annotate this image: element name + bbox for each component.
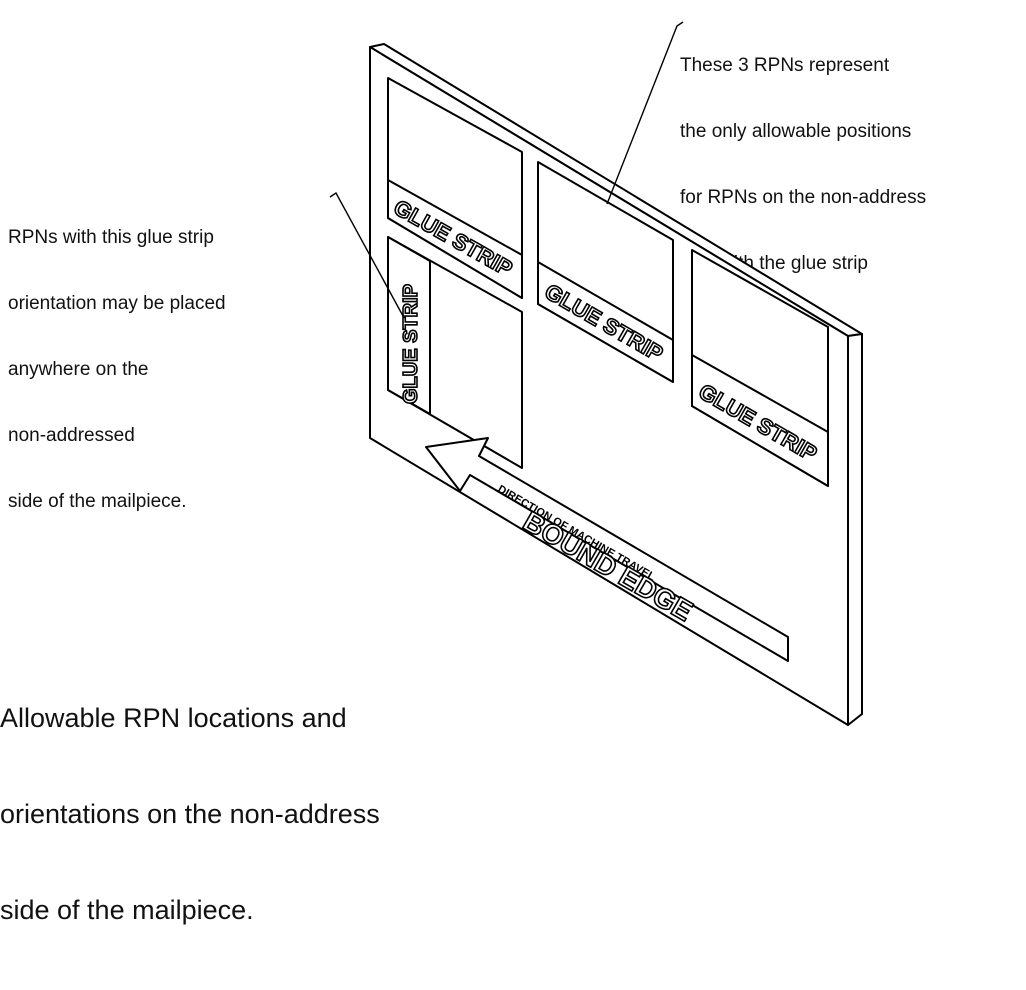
right-annotation-line: the only allowable positions [680, 121, 912, 142]
glue-strip-middle [537, 261, 674, 383]
left-annotation-line: RPNs with this glue strip [8, 227, 214, 248]
left-annotation-line: anywhere on the [8, 359, 149, 380]
glue-strip-vertical-label: GLUE STRIP [400, 284, 422, 404]
rpn-panels [387, 77, 829, 487]
right-annotation-line: for RPNs on the non-address [680, 187, 927, 208]
left-annotation-line: orientation may be placed [8, 293, 226, 314]
caption-line: side of the mailpiece. [0, 895, 254, 925]
glue-strip-top-left [387, 179, 523, 299]
leader-lines [329, 21, 684, 317]
arrow-outline [425, 437, 789, 662]
right-leader-line [606, 21, 684, 205]
direction-arrow [425, 437, 789, 662]
caption-line: Allowable RPN locations and [0, 703, 347, 733]
mailpiece-thickness-right [847, 333, 863, 726]
diagram: RPNs with this glue strip orientation ma… [0, 21, 927, 925]
left-leader-line [329, 191, 404, 317]
glue-strip-vertical [387, 236, 431, 415]
glue-strip-right [691, 354, 829, 487]
mailpiece-illustration: GLUE STRIP GLUE STRIP GLUE STRIP GLUE ST… [329, 21, 863, 726]
left-annotation-line: non-addressed [8, 425, 135, 446]
caption-line: orientations on the non-address [0, 799, 380, 829]
right-annotation-line: These 3 RPNs represent [680, 55, 890, 76]
left-annotation-line: side of the mailpiece. [8, 491, 187, 512]
left-annotation: RPNs with this glue strip orientation ma… [8, 183, 226, 557]
